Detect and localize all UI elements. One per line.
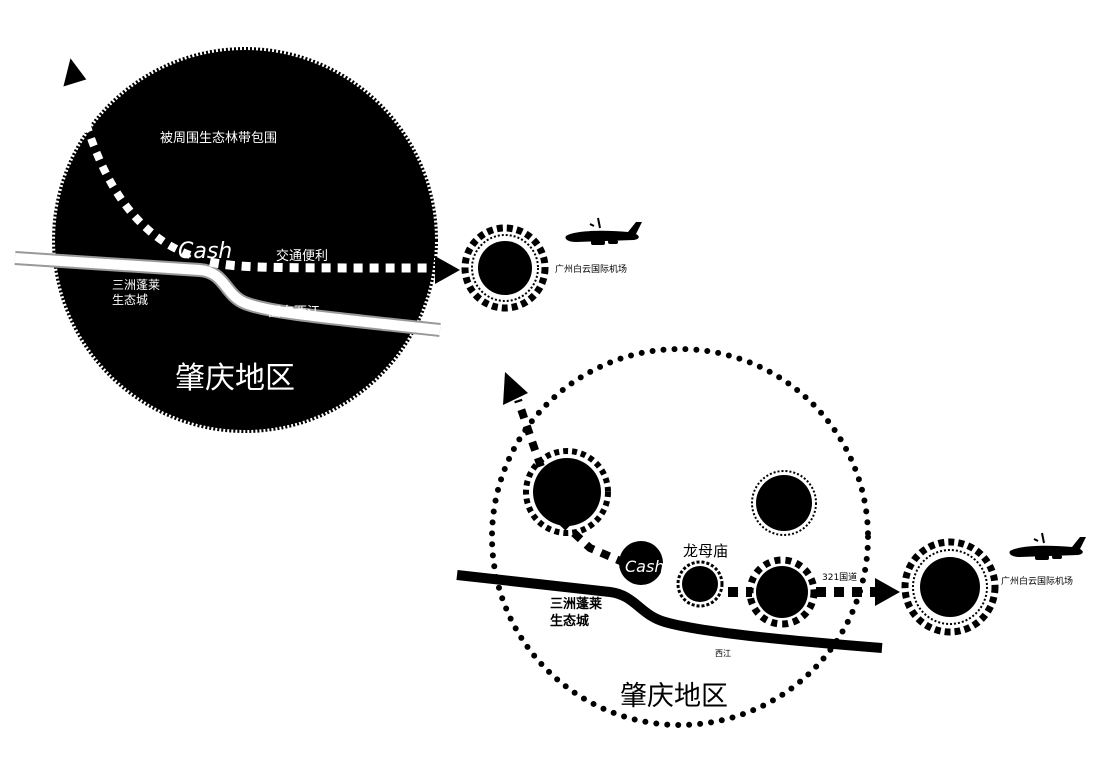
airport-node — [901, 538, 999, 636]
city-label-line1: 三洲蓬莱 — [550, 596, 602, 612]
city-label-line2: 生态城 — [112, 293, 148, 307]
river-path — [456, 570, 883, 653]
region-circle — [52, 47, 438, 433]
city-label-line1: 三洲蓬莱 — [112, 278, 160, 292]
forest-label: 被周围生态林带包围 — [160, 131, 277, 146]
transport-label: 交通便利 — [276, 248, 328, 264]
top-diagram: Cash 被周围生态林带包围 交通便利 三洲蓬莱 生态城 面向西江 肇庆地区 广… — [14, 47, 643, 433]
region-label: 肇庆地区 — [175, 361, 295, 396]
route-arrow-north — [71, 79, 192, 259]
airplane-icon — [1008, 532, 1087, 561]
arrowhead-east-icon — [875, 578, 900, 606]
node-north — [751, 470, 817, 536]
bottom-diagram: Cash 广州白云国际机场 龙母庙 321国道 三洲蓬莱 生态城 西江 肇庆地区 — [456, 346, 1087, 728]
svg-text:Cash: Cash — [625, 557, 664, 576]
river-label: 西江 — [715, 649, 731, 658]
road-label: 321国道 — [822, 571, 857, 583]
airport-label: 广州白云国际机场 — [555, 263, 627, 275]
arrowhead-north-icon — [503, 372, 528, 405]
logo: Cash — [178, 239, 232, 264]
logo: Cash — [619, 541, 664, 585]
airplane-icon — [564, 217, 643, 246]
region-circle-dotted — [489, 346, 871, 728]
node-east — [746, 556, 818, 628]
arrowhead-east-icon — [435, 256, 460, 284]
region-label: 肇庆地区 — [620, 681, 728, 712]
airport-label: 广州白云国际机场 — [1001, 575, 1073, 587]
node-temple — [676, 560, 724, 608]
river-label: 面向西江 — [268, 304, 320, 320]
route-to-airport — [209, 257, 431, 273]
route-arrow-north — [514, 398, 627, 567]
temple-label: 龙母庙 — [683, 542, 728, 560]
airport-node — [461, 224, 549, 312]
node-northwest — [523, 448, 611, 536]
city-label-line2: 生态城 — [550, 613, 589, 629]
arrowhead-north-icon — [60, 53, 90, 90]
